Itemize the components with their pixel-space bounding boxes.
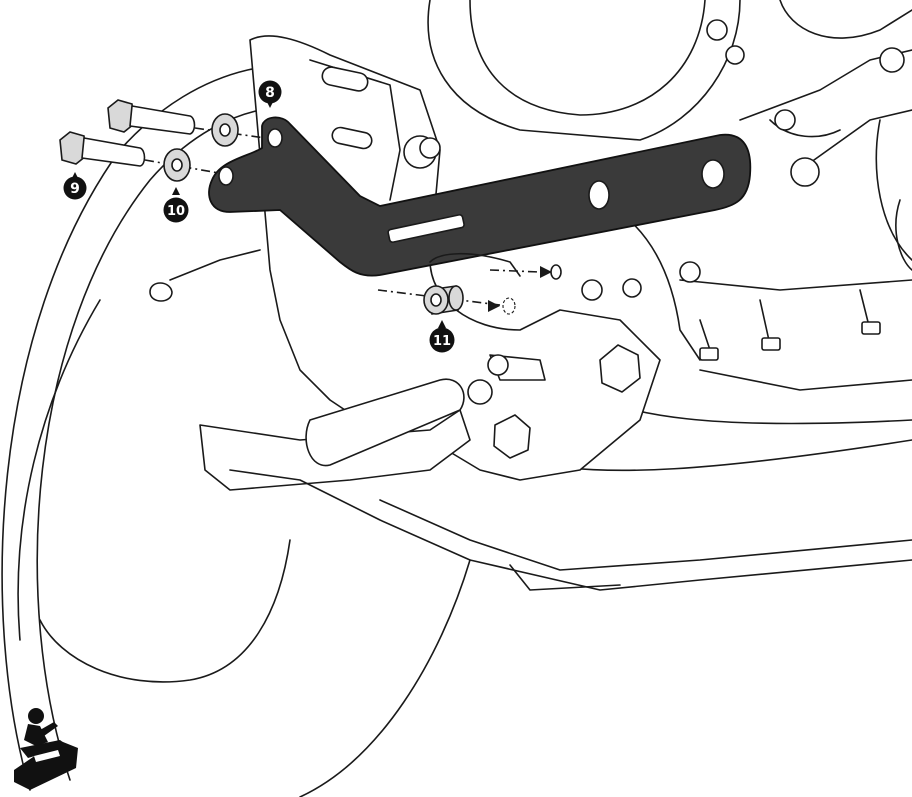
callout-10-label: 10 [167,204,185,219]
bolt-lower [59,131,146,167]
washer-upper [211,113,239,147]
callout-8-label: 8 [265,85,275,101]
spacer [423,252,562,315]
callout-10: 10 [163,187,189,223]
callout-11: 11 [429,320,455,353]
washer-lower [163,148,191,182]
callout-11-label: 11 [433,334,451,349]
mechanic-icon [14,708,78,790]
callout-9-label: 9 [70,181,80,197]
callout-9: 9 [63,172,87,200]
callout-8: 8 [258,80,282,108]
footrest [149,249,912,591]
support-bracket [208,116,752,277]
engine-casing [427,0,912,472]
bolt-upper [107,99,196,135]
